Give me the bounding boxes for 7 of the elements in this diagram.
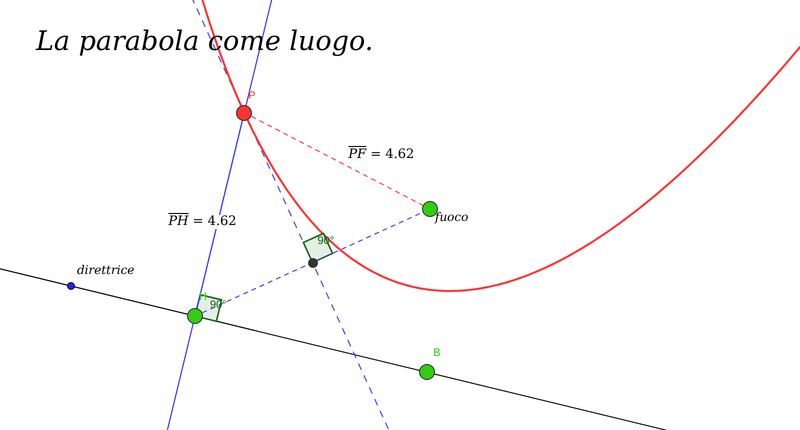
dashed-segment: [202, 264, 308, 314]
line-label: direttrice: [76, 264, 136, 278]
dashed-segment: [250, 116, 424, 206]
point-label: P: [248, 90, 256, 102]
segment: [196, 120, 243, 309]
point-label: fuoco: [435, 211, 468, 223]
point-label: B: [433, 348, 441, 360]
